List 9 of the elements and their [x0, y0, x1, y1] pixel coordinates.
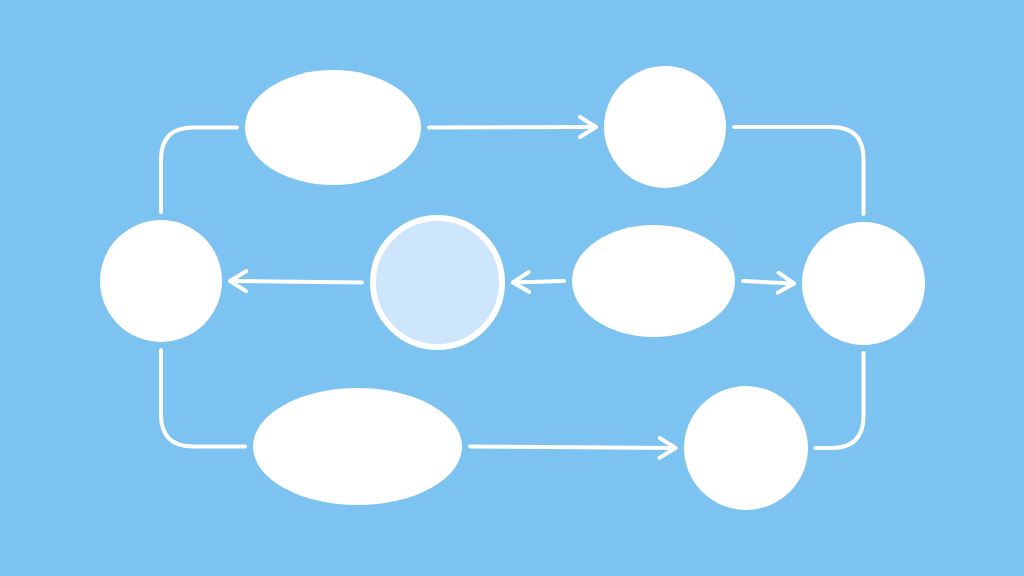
connector-line: [732, 125, 866, 216]
connector-line: [159, 348, 247, 449]
arrow: [427, 115, 598, 140]
arrow: [468, 435, 678, 460]
connector-line: [159, 125, 239, 214]
arrow: [511, 270, 566, 295]
arrow: [228, 269, 364, 294]
arrow: [741, 270, 796, 295]
connector-line: [813, 351, 866, 450]
